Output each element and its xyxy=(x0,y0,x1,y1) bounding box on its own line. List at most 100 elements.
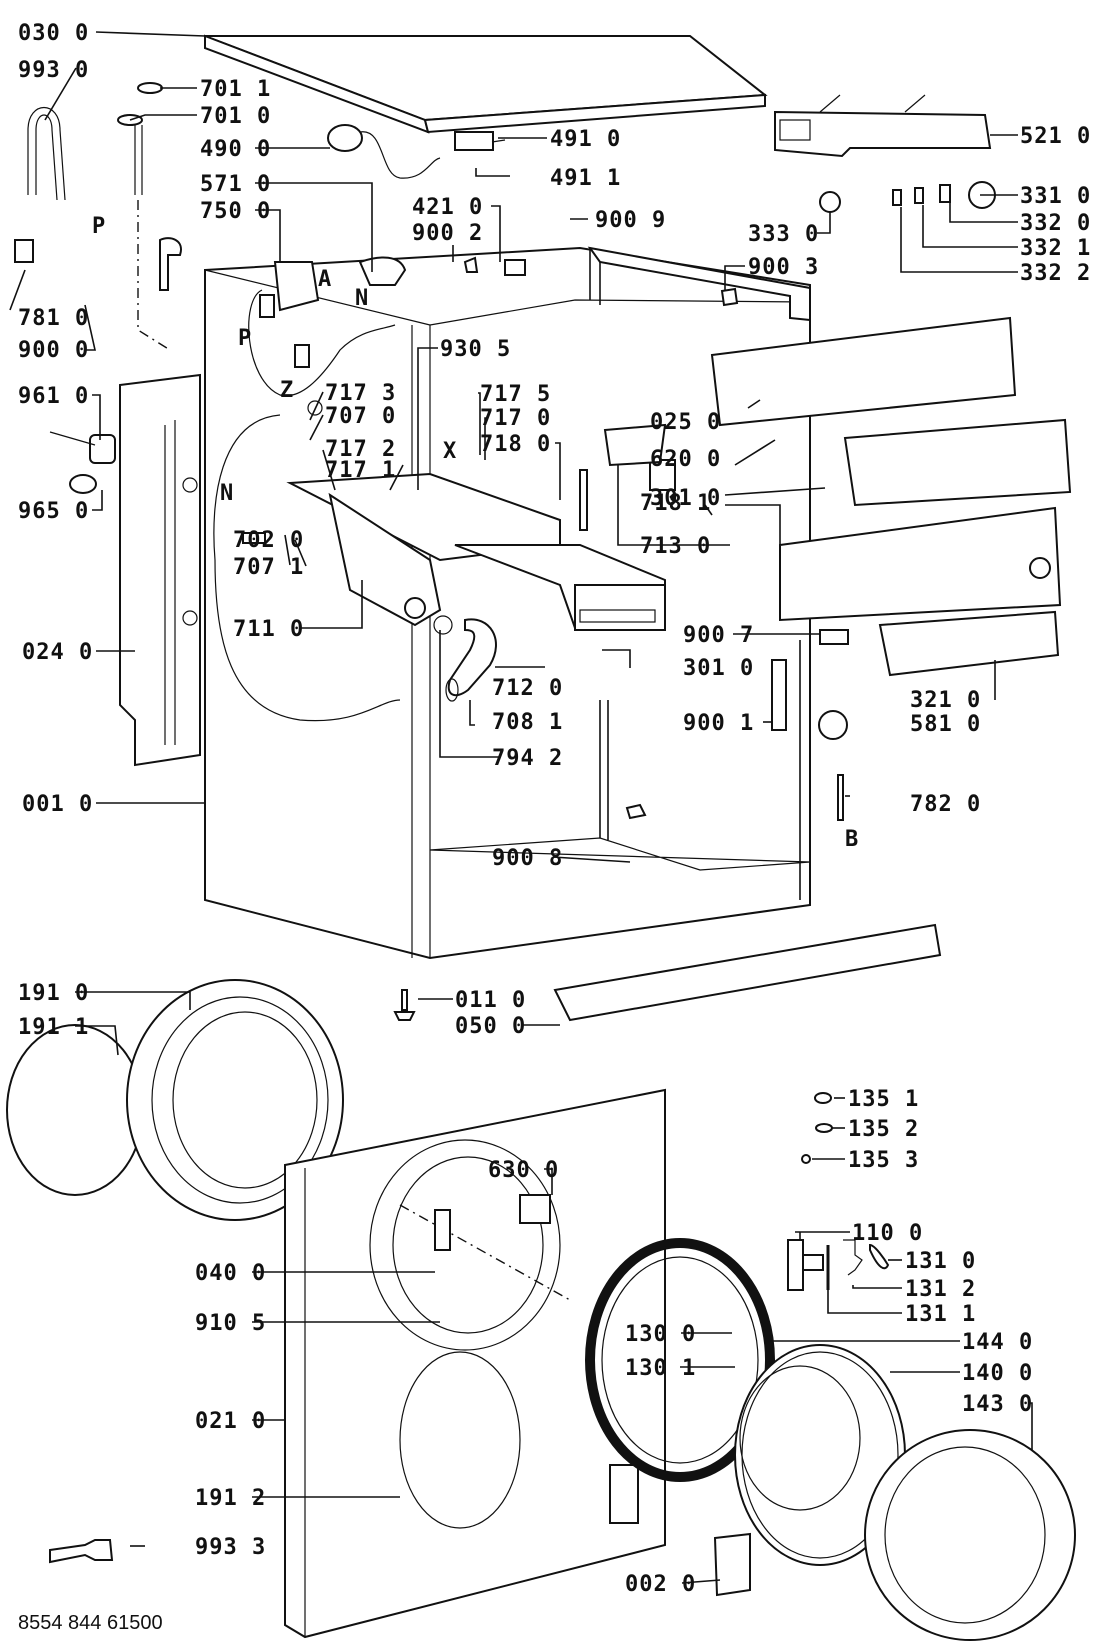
callout-024-0: 024 0 xyxy=(22,640,93,665)
callout-930-5: 930 5 xyxy=(440,337,511,362)
callout-131-0: 131 0 xyxy=(905,1249,976,1274)
drain-hose-drawing xyxy=(14,82,182,351)
marker-b: B xyxy=(845,827,859,852)
callout-130-1: 130 1 xyxy=(625,1356,696,1381)
callout-581-0: 581 0 xyxy=(910,712,981,737)
callout-900-1: 900 1 xyxy=(683,711,754,736)
service-flap-drawing xyxy=(713,1532,751,1597)
marker-n: N xyxy=(220,481,234,506)
callout-011-0: 011 0 xyxy=(455,988,526,1013)
letter-markers: P A N P Z X N B xyxy=(92,214,859,852)
button-drawing xyxy=(914,187,924,204)
callout-900-8: 900 8 xyxy=(492,846,563,871)
callout-910-5: 910 5 xyxy=(195,1311,266,1336)
part-drawings xyxy=(6,34,1076,1641)
callout-718-0: 718 0 xyxy=(480,432,551,457)
hose-drawing xyxy=(433,615,497,702)
marker-a: A xyxy=(318,267,332,292)
callout-135-3: 135 3 xyxy=(848,1148,919,1173)
callout-421-0: 421 0 xyxy=(412,195,483,220)
door-handle-drawing xyxy=(787,1239,890,1291)
callout-040-0: 040 0 xyxy=(195,1261,266,1286)
marker-n: N xyxy=(355,286,369,311)
outer-ring-drawing xyxy=(864,1429,1076,1641)
top-cover-drawing xyxy=(204,34,768,134)
callout-717-1: 717 1 xyxy=(325,458,396,483)
callout-030-0: 030 0 xyxy=(18,21,89,46)
callout-332-2: 332 2 xyxy=(1020,261,1091,286)
marker-p: P xyxy=(238,326,252,351)
callout-491-0: 491 0 xyxy=(550,127,621,152)
spring-drawing xyxy=(815,1123,833,1133)
small-parts-drawing xyxy=(49,256,849,821)
power-cord-drawing xyxy=(327,124,506,179)
callout-701-1: 701 1 xyxy=(200,77,271,102)
callout-521-0: 521 0 xyxy=(1020,124,1091,149)
callout-301-0-panel: 301 0 xyxy=(650,486,721,511)
callout-140-0: 140 0 xyxy=(962,1361,1033,1386)
callout-717-5: 717 5 xyxy=(480,382,551,407)
control-panel-drawing xyxy=(710,316,1072,677)
callout-900-3: 900 3 xyxy=(748,255,819,280)
callout-900-9: 900 9 xyxy=(595,208,666,233)
callout-707-1: 707 1 xyxy=(233,555,304,580)
callout-135-1: 135 1 xyxy=(848,1087,919,1112)
button-drawing xyxy=(939,184,951,203)
callout-332-1: 332 1 xyxy=(1020,236,1091,261)
callout-301-0-drawer: 301 0 xyxy=(683,656,754,681)
callout-707-0: 707 0 xyxy=(325,404,396,429)
callout-717-0: 717 0 xyxy=(480,406,551,431)
callout-620-0: 620 0 xyxy=(650,447,721,472)
tool-drawing xyxy=(49,1539,114,1564)
callout-713-0: 713 0 xyxy=(640,534,711,559)
callout-002-0: 002 0 xyxy=(625,1572,696,1597)
callout-144-0: 144 0 xyxy=(962,1330,1033,1355)
foot-drawing xyxy=(393,989,416,1021)
callout-708-1: 708 1 xyxy=(492,710,563,735)
callout-143-0: 143 0 xyxy=(962,1392,1033,1417)
cutaway-outline xyxy=(213,289,401,722)
detergent-drawer-drawing xyxy=(454,544,666,631)
callout-993-3: 993 3 xyxy=(195,1535,266,1560)
callout-965-0: 965 0 xyxy=(18,499,89,524)
callout-993-0: 993 0 xyxy=(18,58,89,83)
callout-781-0: 781 0 xyxy=(18,306,89,331)
callout-110-0: 110 0 xyxy=(852,1221,923,1246)
callout-001-0: 001 0 xyxy=(22,792,93,817)
callout-718-1: 718 1 xyxy=(640,491,711,516)
callout-331-0: 331 0 xyxy=(1020,184,1091,209)
callout-191-1: 191 1 xyxy=(18,1015,89,1040)
callout-191-0: 191 0 xyxy=(18,981,89,1006)
callout-491-1: 491 1 xyxy=(550,166,621,191)
callout-782-0: 782 0 xyxy=(910,792,981,817)
callout-750-0: 750 0 xyxy=(200,199,271,224)
callout-321-0: 321 0 xyxy=(910,688,981,713)
callout-130-0: 130 0 xyxy=(625,1322,696,1347)
callout-131-1: 131 1 xyxy=(905,1302,976,1327)
callout-labels: 030 0 993 0 701 1 701 0 490 0 491 0 491 … xyxy=(18,21,1091,1597)
side-panel-drawing xyxy=(119,373,201,767)
callout-717-2: 717 2 xyxy=(325,437,396,462)
door-frame-drawing xyxy=(585,1238,775,1482)
door-glass-drawing xyxy=(734,1344,906,1566)
callout-135-2: 135 2 xyxy=(848,1117,919,1142)
leader-lines xyxy=(9,31,1033,1584)
callout-021-0: 021 0 xyxy=(195,1409,266,1434)
small-knob-drawing xyxy=(819,191,841,213)
button-drawing xyxy=(892,189,902,206)
callout-630-0: 630 0 xyxy=(488,1158,559,1183)
callout-025-0: 025 0 xyxy=(650,410,721,435)
callout-900-2: 900 2 xyxy=(412,221,483,246)
plinth-drawing xyxy=(553,923,942,1022)
callout-571-0: 571 0 xyxy=(200,172,271,197)
callout-701-0: 701 0 xyxy=(200,104,271,129)
washer-drawing xyxy=(801,1154,811,1164)
marker-z: Z xyxy=(280,378,294,403)
marker-p: P xyxy=(92,214,106,239)
callout-711-0: 711 0 xyxy=(233,617,304,642)
callout-794-2: 794 2 xyxy=(492,746,563,771)
callout-702-0: 702 0 xyxy=(233,528,304,553)
callout-191-2: 191 2 xyxy=(195,1486,266,1511)
callout-961-0: 961 0 xyxy=(18,384,89,409)
